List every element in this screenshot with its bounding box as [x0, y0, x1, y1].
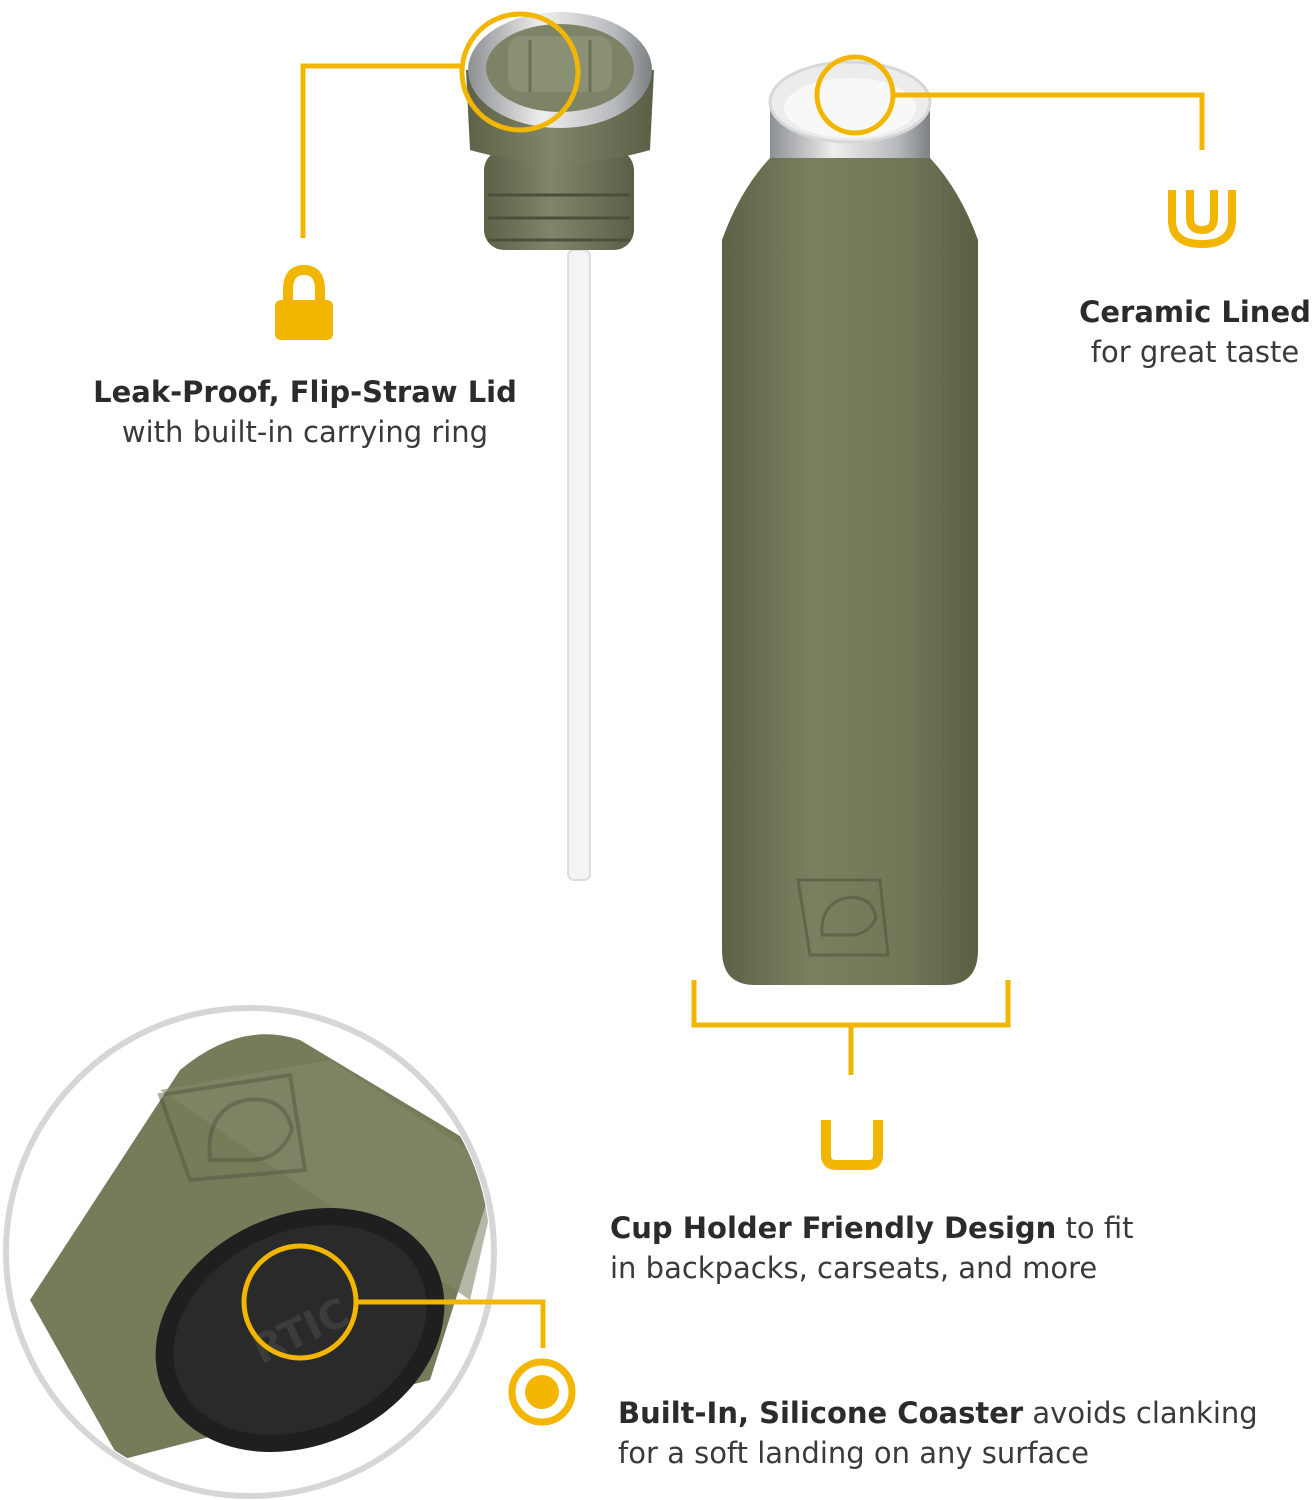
coaster-feature-title: Built-In, Silicone Coaster — [618, 1396, 1024, 1430]
coaster-feature-description: for a soft landing on any surface — [618, 1436, 1089, 1470]
brand-logo-closeup-icon — [157, 1072, 308, 1183]
cup-liner-icon — [1168, 190, 1236, 249]
lid-feature-title: Leak-Proof, Flip-Straw Lid — [93, 375, 517, 409]
ceramic-callout-line — [893, 92, 1205, 150]
lid-callout-line — [300, 63, 462, 238]
coaster-feature-inline: avoids clanking — [1032, 1396, 1258, 1430]
cup-holder-feature-title: Cup Holder Friendly Design — [610, 1211, 1057, 1245]
lid-illustration — [466, 12, 654, 881]
carry-ring-icon — [275, 264, 333, 340]
cup-holder-feature-inline: to fit — [1065, 1211, 1134, 1245]
cup-holder-feature-label: Cup Holder Friendly Design to fit in bac… — [610, 1208, 1250, 1288]
lid-feature-description: with built-in carrying ring — [121, 415, 489, 449]
ceramic-feature-title: Ceramic Lined — [1079, 295, 1311, 329]
callout-lines — [241, 11, 1205, 1361]
coaster-dot-icon — [508, 1358, 576, 1426]
cup-holder-icon — [821, 1120, 883, 1170]
straw — [567, 249, 591, 881]
ceramic-feature-description: for great taste — [1090, 335, 1300, 369]
cup-holder-bracket — [691, 980, 1011, 1028]
cup-holder-feature-description: in backpacks, carseats, and more — [610, 1251, 1098, 1285]
coaster-feature-label: Built-In, Silicone Coaster avoids clanki… — [618, 1393, 1308, 1473]
coaster-zoom-illustration: RTIC — [3, 1005, 497, 1499]
lid-base — [484, 150, 634, 250]
brand-logo-icon — [796, 878, 890, 957]
lid-highlight-circle — [459, 11, 581, 133]
ceramic-feature-label: Ceramic Lined for great taste — [1060, 292, 1312, 372]
bottle-body — [722, 158, 978, 985]
bottle-illustration — [722, 60, 978, 985]
coaster-callout-line — [356, 1299, 546, 1348]
lid-feature-label: Leak-Proof, Flip-Straw Lid with built-in… — [60, 372, 550, 452]
